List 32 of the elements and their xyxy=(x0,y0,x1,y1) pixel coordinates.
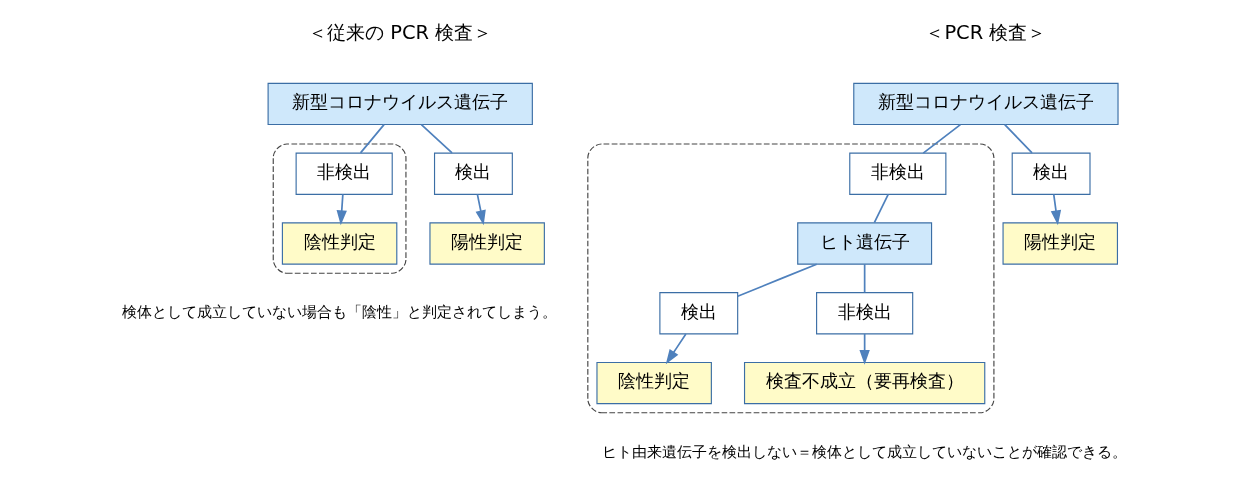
connector xyxy=(736,262,818,297)
node-box: 検出 xyxy=(1011,152,1091,195)
node-label: ヒト由来遺伝子を検出しない＝検体として成立していないことが確認できる。 xyxy=(602,442,1128,461)
connector xyxy=(1003,123,1033,154)
arrow xyxy=(665,332,687,364)
connector xyxy=(420,123,453,154)
label: ＜従来の PCR 検査＞ xyxy=(308,20,493,44)
cluster xyxy=(272,142,407,274)
node-box: 陽性判定 xyxy=(1002,221,1118,265)
node-box: 非検出 xyxy=(849,152,947,195)
node-box: 検査不成立（要再検査） xyxy=(743,361,986,404)
connector xyxy=(359,123,385,154)
connector xyxy=(873,193,890,223)
node-box: ヒト遺伝子 xyxy=(797,221,933,265)
node-box: 非検出 xyxy=(295,152,393,195)
connector xyxy=(922,123,962,154)
node-box: 陰性判定 xyxy=(281,221,398,265)
node-box: 陽性判定 xyxy=(429,221,545,265)
arrow xyxy=(475,193,486,225)
node-label: 検体として成立していない場合も「陰性」と判定されてしまう。 xyxy=(122,302,558,321)
node-box: 新型コロナウイルス遺伝子 xyxy=(853,82,1119,125)
arrow xyxy=(336,193,347,225)
connector xyxy=(863,262,866,293)
arrow xyxy=(1050,193,1062,225)
node-box: 検出 xyxy=(659,291,739,334)
node-box: 非検出 xyxy=(816,291,914,334)
node-box: 陰性判定 xyxy=(596,361,712,404)
label: ＜PCR 検査＞ xyxy=(925,20,1047,44)
cluster xyxy=(587,142,995,413)
node-box: 新型コロナウイルス遺伝子 xyxy=(267,82,533,125)
node-box: 検出 xyxy=(433,152,513,195)
arrow xyxy=(859,332,870,365)
